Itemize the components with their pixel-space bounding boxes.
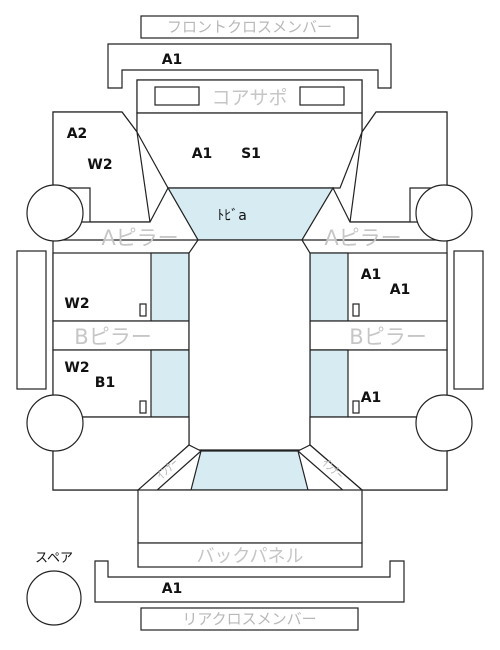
spare-tire xyxy=(26,570,82,626)
front-door-right-code-1: A1 xyxy=(361,267,382,283)
wheel-front-right xyxy=(415,184,473,242)
spare-label: スペア xyxy=(35,551,73,566)
rear-cross-member-label: リアクロスメンバー xyxy=(182,610,316,628)
rear-door-left-code-2: B1 xyxy=(95,375,115,391)
fender-right xyxy=(349,111,448,223)
apron-left-code-2: W2 xyxy=(87,157,112,173)
rear-door-handle-right xyxy=(352,400,360,414)
back-panel-box xyxy=(137,542,363,568)
rear-door-left-code-1: W2 xyxy=(64,360,89,376)
front-center-code-2: S1 xyxy=(241,146,261,162)
rear-window-right xyxy=(309,349,349,418)
wheel-rear-left xyxy=(26,394,84,452)
rear-door-right-code: A1 xyxy=(361,390,382,406)
front-center-code-1: A1 xyxy=(192,146,213,162)
a-pillar-right-label: Aピラー xyxy=(324,226,401,250)
front-bumper-member xyxy=(107,43,392,89)
rear-window xyxy=(190,450,309,491)
rear-door-handle-left xyxy=(139,400,147,414)
side-bar-left xyxy=(16,250,47,390)
front-window-left xyxy=(150,252,190,322)
b-pillar-right-area xyxy=(309,320,448,351)
front-door-handle-left xyxy=(139,303,147,317)
front-door-handle-right xyxy=(352,303,360,317)
front-member-code: A1 xyxy=(162,52,183,68)
front-door-right-code-2: A1 xyxy=(390,282,411,298)
headlight-left xyxy=(154,86,200,106)
front-cross-member-box xyxy=(140,15,359,39)
rear-window-left xyxy=(150,349,190,418)
side-bar-right xyxy=(453,250,484,390)
rear-bumper-member xyxy=(94,560,405,603)
b-pillar-right-label: Bピラー xyxy=(349,325,426,349)
apron-left-code-1: A2 xyxy=(67,126,88,142)
b-pillar-left-label: Bピラー xyxy=(74,325,151,349)
trunk-lid xyxy=(137,489,363,544)
wheel-rear-right xyxy=(415,394,473,452)
rear-member-code: A1 xyxy=(162,581,183,597)
a-pillar-left-label: Aピラー xyxy=(101,226,178,250)
torr-bar-label: ﾄﾋﾞa xyxy=(217,208,247,224)
wheel-front-left xyxy=(26,184,84,242)
back-panel-label: バックパネル xyxy=(196,546,303,567)
front-cross-member-label: フロントクロスメンバー xyxy=(167,18,332,36)
rear-cross-member-box xyxy=(140,607,359,631)
front-door-left-code: W2 xyxy=(64,296,89,312)
front-window-right xyxy=(309,252,349,322)
headlight-right xyxy=(299,86,345,106)
roof-panel xyxy=(188,239,311,451)
core-support-label: コアサポ xyxy=(211,87,287,109)
